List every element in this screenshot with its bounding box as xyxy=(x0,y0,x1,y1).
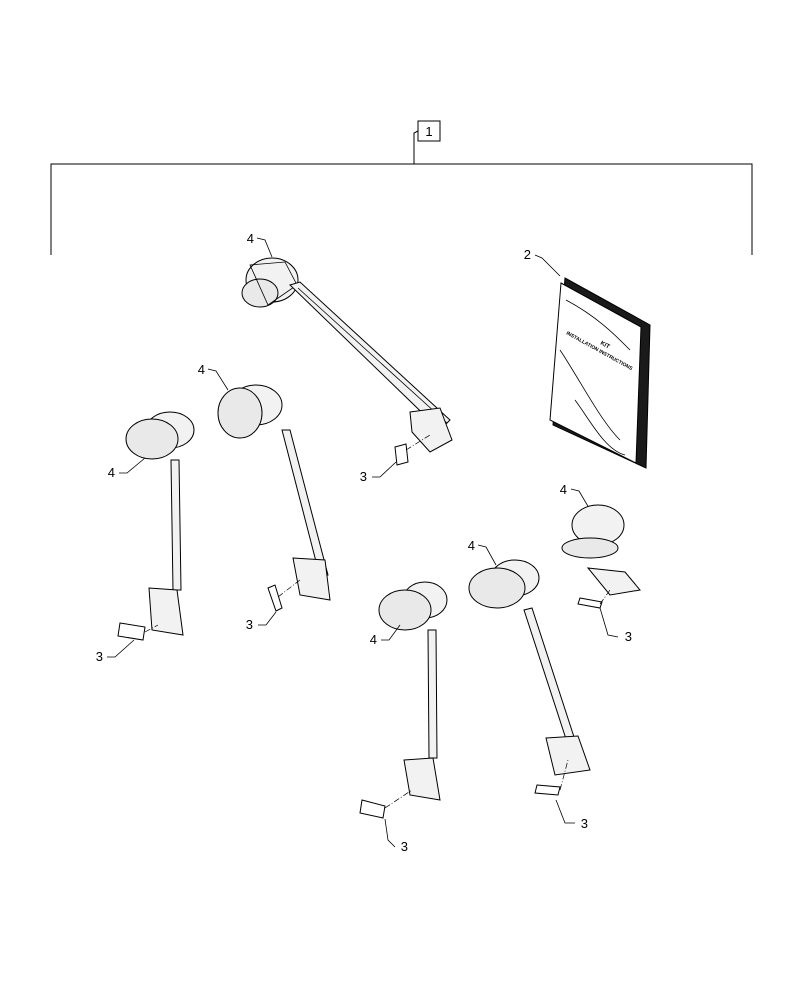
callout-4: 4 xyxy=(108,465,115,480)
manual-title: KIT xyxy=(599,341,611,351)
callout-3: 3 xyxy=(246,617,253,632)
lamp-assembly-3: 4 3 xyxy=(96,411,195,664)
instruction-manual: 2 KIT INSTALLATION INSTRUCTIONS xyxy=(524,247,651,469)
lamp-assembly-5: 4 3 xyxy=(468,538,591,831)
callout-4: 4 xyxy=(370,632,377,647)
lamp-assembly-6: 4 3 xyxy=(560,482,641,644)
kit-bracket: 1 xyxy=(50,120,753,255)
lamp-assembly-4: 4 3 xyxy=(359,581,448,854)
callout-1: 1 xyxy=(425,124,432,139)
callout-3: 3 xyxy=(625,629,632,644)
lamp-assembly-top: 4 3 xyxy=(241,231,453,484)
callout-3: 3 xyxy=(581,816,588,831)
callout-3: 3 xyxy=(360,469,367,484)
callout-4: 4 xyxy=(468,538,475,553)
callout-3: 3 xyxy=(96,649,103,664)
callout-4: 4 xyxy=(247,231,254,246)
callout-3: 3 xyxy=(401,839,408,854)
callout-4: 4 xyxy=(560,482,567,497)
lamp-assembly-2: 4 3 xyxy=(198,362,331,632)
callout-4: 4 xyxy=(198,362,205,377)
callout-2: 2 xyxy=(524,247,531,262)
